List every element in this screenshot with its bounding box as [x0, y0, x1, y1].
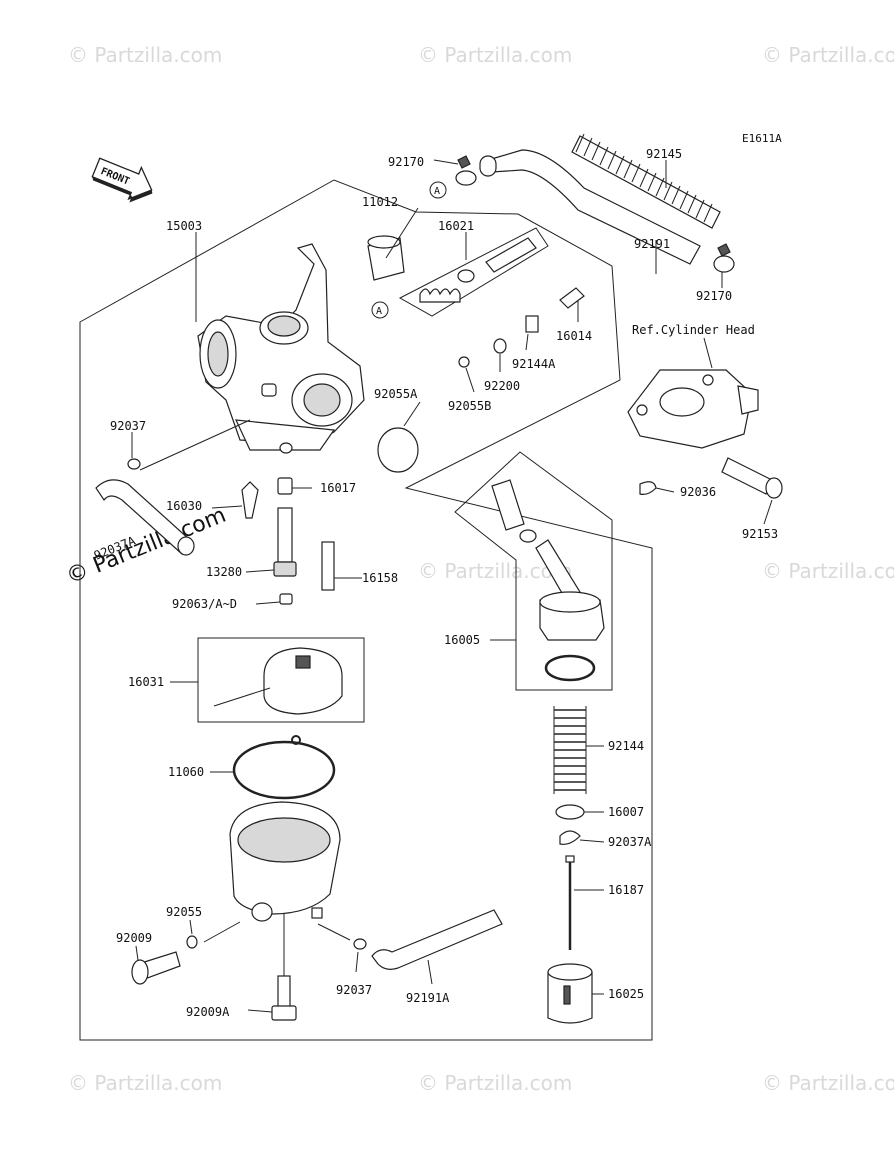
diagram-code: E1611A — [742, 132, 782, 145]
part-label-92055A: 92055A — [374, 387, 418, 401]
watermark: © Partzilla.com — [762, 559, 894, 583]
spring-92144 — [553, 706, 587, 794]
group-outline-16031 — [197, 637, 365, 723]
choke-plunger-16021 — [419, 237, 537, 303]
needle-jet-13280 — [273, 507, 297, 577]
fuel-valve-16005 — [491, 479, 605, 682]
part-label-16187: 16187 — [608, 883, 644, 897]
watermark: © Partzilla.com — [418, 43, 572, 67]
hose-92191A — [371, 909, 503, 970]
spring-hose-92145 — [571, 133, 721, 229]
part-label-16007: 16007 — [608, 805, 644, 819]
part-labels: 92170 92145 11012 15003 16021 92191 9217… — [92, 147, 778, 1019]
bolt-92009A — [271, 975, 297, 1021]
jet-16017 — [277, 477, 293, 495]
part-label-92153: 92153 — [742, 527, 778, 541]
group-outline-16021 — [398, 227, 549, 317]
group-outline-16005 — [454, 451, 613, 691]
cylinder-head-ref — [627, 369, 759, 449]
clamp-92170-top — [455, 155, 477, 186]
pilot-jet-16158 — [321, 541, 335, 591]
watermarks: © Partzilla.com © Partzilla.com © Partzi… — [63, 43, 894, 1095]
part-label-92009A: 92009A — [186, 1005, 230, 1019]
part-label-92037A: 92037A — [608, 835, 652, 849]
needle-valve-16030 — [241, 481, 259, 519]
part-label-92145: 92145 — [646, 147, 682, 161]
part-label-15003: 15003 — [166, 219, 202, 233]
part-label-16017: 16017 — [320, 481, 356, 495]
bolt-92153 — [721, 457, 783, 499]
watermark: © Partzilla.com — [68, 1071, 222, 1095]
svg-text:A: A — [376, 306, 382, 317]
part-label-92170: 92170 — [388, 155, 424, 169]
front-arrow-icon: FRONT — [91, 157, 153, 203]
part-label-16158: 16158 — [362, 571, 398, 585]
part-label-92037: 92037 — [336, 983, 372, 997]
clip-92037A — [559, 830, 581, 845]
o-ring-92055 — [186, 935, 198, 949]
drain-hose-left — [95, 458, 195, 556]
watermark: © Partzilla.com — [68, 43, 222, 67]
ref-cylinder-head: Ref.Cylinder Head — [632, 323, 755, 337]
clamp-92037-bottom — [353, 938, 367, 950]
part-label-16014: 16014 — [556, 329, 592, 343]
part-label-16031: 16031 — [128, 675, 164, 689]
part-label-92009: 92009 — [116, 931, 152, 945]
part-label-92191A: 92191A — [406, 991, 450, 1005]
part-label-16021: 16021 — [438, 219, 474, 233]
part-label-92170: 92170 — [696, 289, 732, 303]
part-label-92055: 92055 — [166, 905, 202, 919]
clamp-92170-right — [713, 243, 735, 273]
part-label-92063: 92063/A~D — [172, 597, 237, 611]
throttle-valve-16025 — [547, 963, 593, 1024]
part-label-16005: 16005 — [444, 633, 480, 647]
leader-lines — [131, 159, 773, 1013]
watermark: © Partzilla.com — [418, 1071, 572, 1095]
callout-marker-a-mid: A — [371, 301, 389, 319]
part-label-92055B: 92055B — [448, 399, 491, 413]
jet-92063 — [279, 593, 293, 605]
part-label-16025: 16025 — [608, 987, 644, 1001]
group-outline-carburetor-assembly — [79, 179, 653, 1041]
part-label-92037: 92037 — [110, 419, 146, 433]
part-label-11060: 11060 — [168, 765, 204, 779]
part-label-11012: 11012 — [362, 195, 398, 209]
svg-text:A: A — [434, 186, 440, 197]
seal-11012 — [367, 235, 405, 281]
seat-16007 — [555, 804, 585, 820]
clip-92036 — [639, 481, 657, 495]
part-label-92144A: 92144A — [512, 357, 556, 371]
part-label-92191: 92191 — [634, 237, 670, 251]
screw-92009 — [131, 951, 181, 985]
part-label-92144: 92144 — [608, 739, 644, 753]
watermark: © Partzilla.com — [762, 1071, 894, 1095]
float-16031 — [213, 647, 343, 715]
o-ring-92055B — [458, 356, 470, 368]
watermark: © Partzilla.com — [762, 43, 894, 67]
spring-92144A — [525, 315, 539, 333]
part-label-92036: 92036 — [680, 485, 716, 499]
gasket-11060 — [232, 740, 336, 800]
part-label-16030: 16030 — [166, 499, 202, 513]
carburetor-body — [197, 243, 365, 454]
float-bowl — [229, 801, 341, 922]
o-ring-92055A — [377, 427, 419, 473]
vent-hose-92191 — [479, 149, 701, 265]
part-label-92200: 92200 — [484, 379, 520, 393]
jet-needle-16187 — [565, 855, 575, 950]
callout-marker-a-top: A — [429, 181, 447, 199]
part-label-13280: 13280 — [206, 565, 242, 579]
screw-16014 — [559, 287, 585, 309]
o-ring-92200 — [493, 338, 507, 354]
